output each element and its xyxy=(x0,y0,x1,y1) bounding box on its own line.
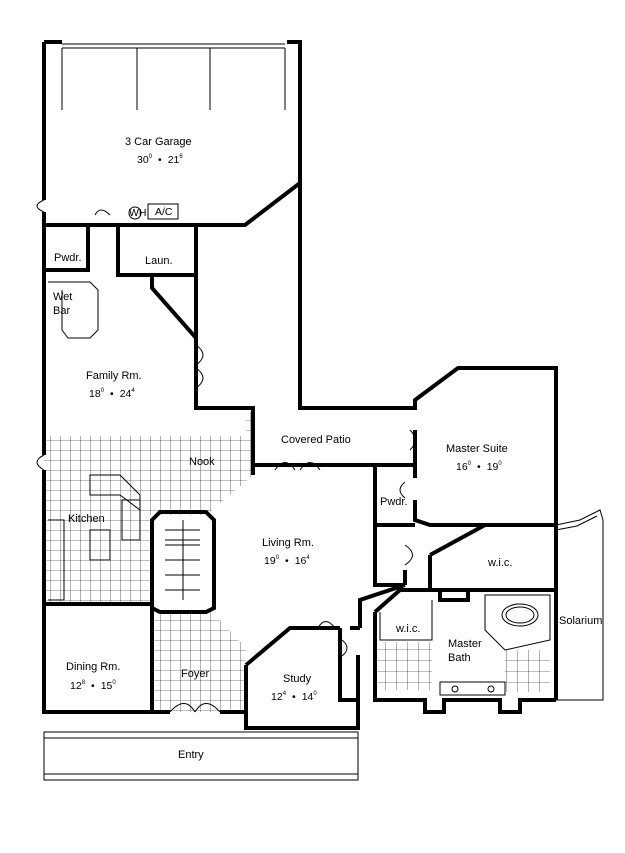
study-dims: 124•140 xyxy=(271,691,317,703)
master-name: Master Suite xyxy=(446,443,508,455)
masterbath-name-1: Master xyxy=(448,638,482,650)
powder1-name: Pwdr. xyxy=(54,252,82,264)
solarium-name: Solarium xyxy=(559,615,602,627)
family-name: Family Rm. xyxy=(86,370,142,382)
masterbath-name-2: Bath xyxy=(448,652,471,664)
study-name: Study xyxy=(283,673,312,685)
wic2-name: w.i.c. xyxy=(395,623,420,635)
garage-dims: 300•216 xyxy=(137,154,183,166)
powder2-name: Pwdr. xyxy=(380,496,408,508)
wetbar-name-2: Bar xyxy=(53,305,70,317)
garage-name: 3 Car Garage xyxy=(125,136,192,148)
patio-name: Covered Patio xyxy=(281,434,351,446)
laundry-name: Laun. xyxy=(145,255,173,267)
garage-wall xyxy=(42,40,302,227)
dining-name: Dining Rm. xyxy=(66,661,120,673)
dining-dims: 128•150 xyxy=(70,680,116,692)
tile-floors xyxy=(44,412,550,712)
living-name: Living Rm. xyxy=(262,537,314,549)
entry-name: Entry xyxy=(178,749,204,761)
svg-text:WH: WH xyxy=(129,207,147,219)
ac-unit-icon xyxy=(147,203,179,220)
wetbar-name-1: Wet xyxy=(53,291,72,303)
wic1-name: w.i.c. xyxy=(487,557,512,569)
living-dims: 190•164 xyxy=(264,555,310,567)
family-dims: 180•244 xyxy=(89,388,135,400)
nook-name: Nook xyxy=(189,456,215,468)
water-heater-icon xyxy=(128,206,142,220)
doors xyxy=(36,199,416,713)
foyer-name: Foyer xyxy=(181,668,209,680)
equipment: WH A/C xyxy=(128,203,179,220)
room-labels: 3 Car Garage 300•216 Pwdr. Laun. Wet Bar… xyxy=(53,136,602,761)
walls xyxy=(42,40,604,781)
kitchen-name: Kitchen xyxy=(68,513,105,525)
master-dims: 160•190 xyxy=(456,461,502,473)
svg-text:A/C: A/C xyxy=(155,206,173,218)
